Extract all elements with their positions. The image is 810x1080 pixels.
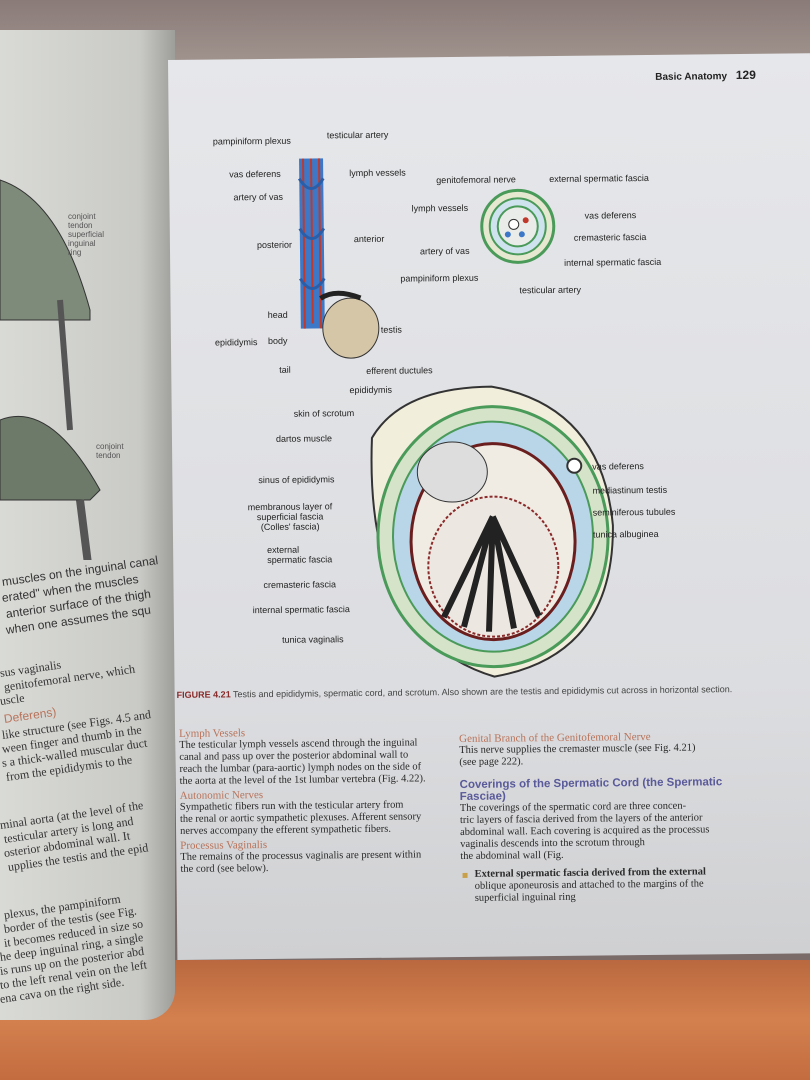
cord-cross-section: [480, 188, 556, 264]
label: testis: [380, 324, 402, 335]
right-page: Basic Anatomy 129 pampiniform plexus tes…: [168, 53, 810, 960]
label: external spermatic fascia: [549, 172, 649, 185]
label: sinus of epididymis: [258, 474, 335, 486]
caption-text: Testis and epididymis, spermatic cord, a…: [232, 684, 733, 700]
figure-caption: FIGURE 4.21 Testis and epididymis, sperm…: [177, 684, 737, 701]
label: testicular artery: [326, 129, 389, 141]
label: vas deferens: [229, 168, 281, 180]
fig-label: conjoint: [96, 442, 124, 451]
label: artery of vas: [233, 191, 284, 203]
fig-label: superficial: [68, 230, 105, 239]
label: pampiniform plexus: [400, 272, 479, 284]
label-line: (Colles' fascia): [260, 521, 320, 533]
label: genitofemoral nerve: [436, 174, 516, 186]
label: internal spermatic fascia: [564, 256, 662, 268]
text-line: nerves accompany the efferent sympatheti…: [180, 823, 392, 837]
left-page: conjoint tendon superficial inguinal rin…: [0, 30, 175, 1020]
page-number: 129: [735, 67, 756, 83]
label: skin of scrotum: [293, 408, 355, 419]
bullet-item: External spermatic fascia derived from t…: [460, 866, 750, 905]
label: body: [267, 335, 288, 346]
header-section: Basic Anatomy: [655, 71, 728, 83]
label: cremasteric fascia: [573, 232, 647, 243]
label-colles-fascia: membranous layer of superficial fascia (…: [248, 501, 333, 532]
label: internal spermatic fascia: [252, 604, 350, 616]
text-line: the aorta at the level of the 1st lumbar…: [179, 773, 426, 787]
label: head: [267, 309, 288, 320]
label-line: external: [267, 544, 300, 555]
text-line: the cord (see below).: [180, 862, 269, 875]
figure-number: FIGURE 4.21: [176, 689, 231, 700]
text-line: superficial inguinal ring: [474, 891, 576, 904]
testis-side-view: [297, 158, 380, 359]
label-external-spermatic: external spermatic fascia: [267, 544, 332, 565]
label: vas deferens: [592, 461, 644, 472]
label: epididymis: [349, 384, 393, 396]
label: mediastinum testis: [592, 484, 668, 496]
fig-label: tendon: [68, 221, 93, 230]
text-line: uscle: [0, 690, 26, 708]
label: tunica vaginalis: [282, 634, 344, 645]
column-2: Genital Branch of the Genitofemoral Nerv…: [459, 730, 751, 905]
label: efferent ductules: [366, 365, 433, 376]
label: lymph vessels: [349, 167, 406, 179]
scrotum-section: [370, 385, 614, 678]
label: cremasteric fascia: [263, 579, 337, 591]
label: tail: [279, 364, 291, 375]
label: epididymis: [214, 337, 258, 348]
label: seminiferous tubules: [592, 506, 676, 518]
label: artery of vas: [419, 245, 470, 257]
label: pampiniform plexus: [212, 135, 291, 147]
fig-label: conjoint: [68, 212, 96, 221]
label-line: spermatic fascia: [267, 554, 333, 565]
text-line: (see page 222).: [459, 756, 524, 768]
label: testicular artery: [519, 284, 582, 296]
running-header: Basic Anatomy 129: [655, 68, 756, 83]
label: dartos muscle: [275, 433, 333, 444]
inguinal-figure-left: [0, 179, 101, 560]
column-1: Lymph Vessels The testicular lymph vesse…: [179, 725, 451, 876]
text-line: the abdominal wall (Fig.: [460, 849, 564, 862]
fig-label: ring: [68, 248, 82, 257]
label: anterior: [353, 233, 385, 245]
label: tunica albuginea: [592, 528, 659, 540]
label: posterior: [256, 239, 293, 251]
bullet-icon: [462, 872, 468, 878]
label: vas deferens: [584, 210, 637, 221]
label: lymph vessels: [411, 202, 469, 214]
fig-label: inguinal: [68, 239, 96, 248]
fig-label: tendon: [96, 451, 121, 460]
